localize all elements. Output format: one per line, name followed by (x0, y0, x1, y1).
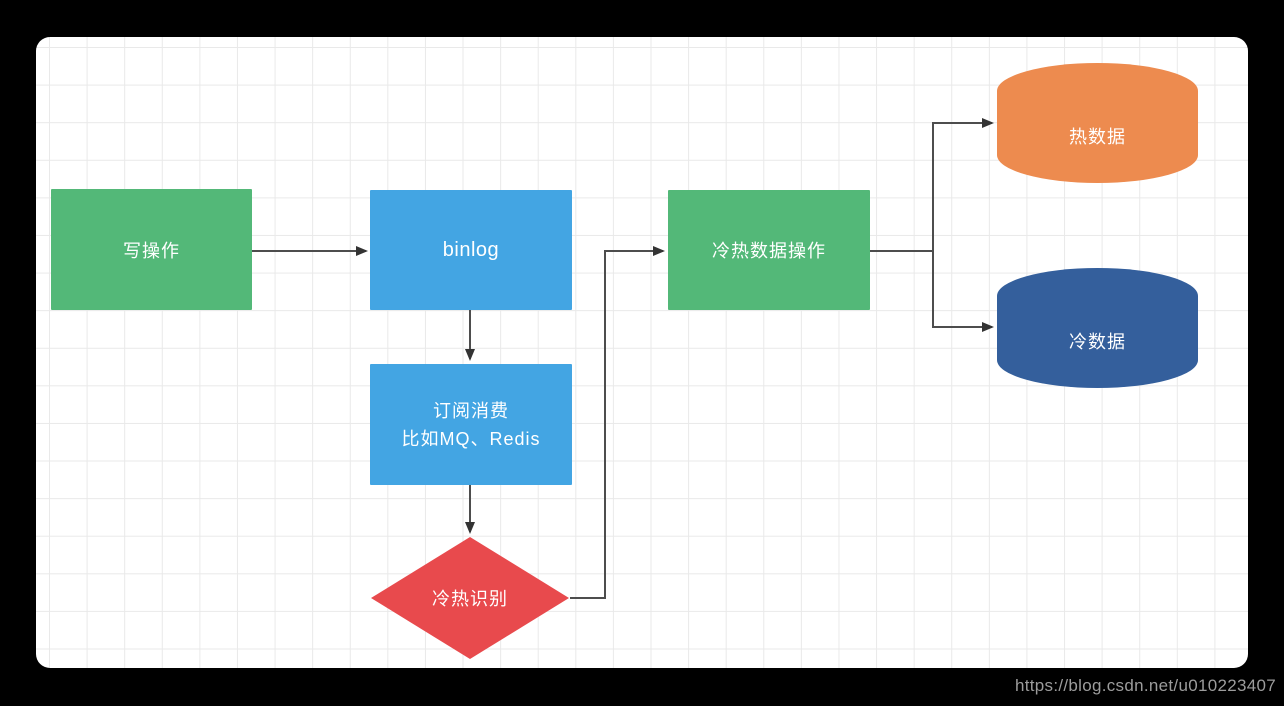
diagram-canvas: 写操作 binlog 订阅消费 比如MQ、Redis 冷热识别 冷热数据操作 热… (36, 37, 1248, 668)
node-hot-cold-data-operation: 冷热数据操作 (668, 190, 870, 310)
connector-layer (252, 118, 994, 599)
node-subscribe-consume-label-line1: 订阅消费 (432, 400, 509, 421)
node-binlog: binlog (370, 190, 572, 310)
connector-identify-to-hotcoldop (570, 246, 665, 599)
node-subscribe-consume: 订阅消费 比如MQ、Redis (370, 364, 572, 485)
watermark-url: https://blog.csdn.net/u010223407 (1014, 676, 1276, 695)
node-hot-cold-identify-label: 冷热识别 (432, 589, 508, 609)
node-write-operation-label: 写操作 (123, 240, 180, 261)
node-cold-data-store: 冷数据 (997, 268, 1198, 388)
node-binlog-label: binlog (442, 238, 500, 261)
node-hot-data-store: 热数据 (997, 63, 1198, 183)
node-cold-data-store-label: 冷数据 (1069, 332, 1126, 352)
node-subscribe-consume-label-line2: 比如MQ、Redis (401, 428, 541, 449)
node-hot-cold-data-operation-label: 冷热数据操作 (712, 241, 826, 261)
database-cylinder-icon (997, 268, 1198, 388)
node-hot-data-store-label: 热数据 (1069, 127, 1126, 147)
connector-branch-to-hotdata (932, 118, 994, 251)
database-cylinder-icon (997, 63, 1198, 183)
connector-branch-to-colddata (932, 251, 994, 332)
node-write-operation: 写操作 (51, 189, 252, 310)
